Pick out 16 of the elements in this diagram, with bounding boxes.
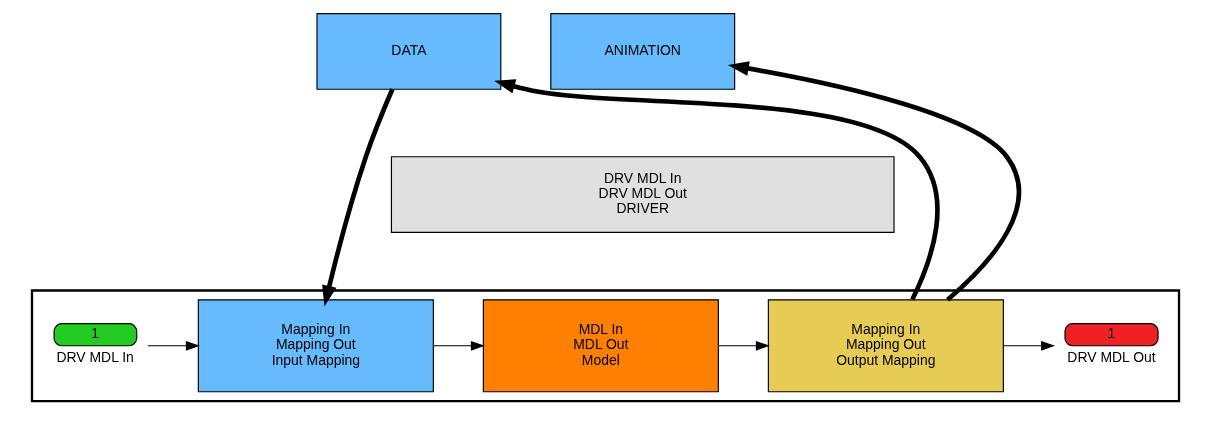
arrow (322, 87, 395, 307)
node-box: DATA (316, 12, 502, 90)
node-box: Mapping In Mapping Out Input Mapping (197, 298, 434, 392)
node-box: DRV MDL In DRV MDL Out DRIVER (390, 155, 895, 233)
arrow (433, 340, 485, 351)
node-box: ANIMATION (550, 12, 736, 90)
cluster (30, 288, 1181, 402)
node-box: MDL In MDL Out Model (482, 298, 719, 392)
node-label: DRV MDL In (56, 348, 134, 365)
node-label: DRV MDL Out (1067, 348, 1156, 365)
arrow (727, 60, 1022, 301)
arrow (147, 340, 200, 351)
arrow (1002, 340, 1056, 351)
node-box: Mapping In Mapping Out Output Mapping (767, 298, 1004, 392)
arrow (494, 78, 940, 300)
arrow (718, 340, 770, 351)
